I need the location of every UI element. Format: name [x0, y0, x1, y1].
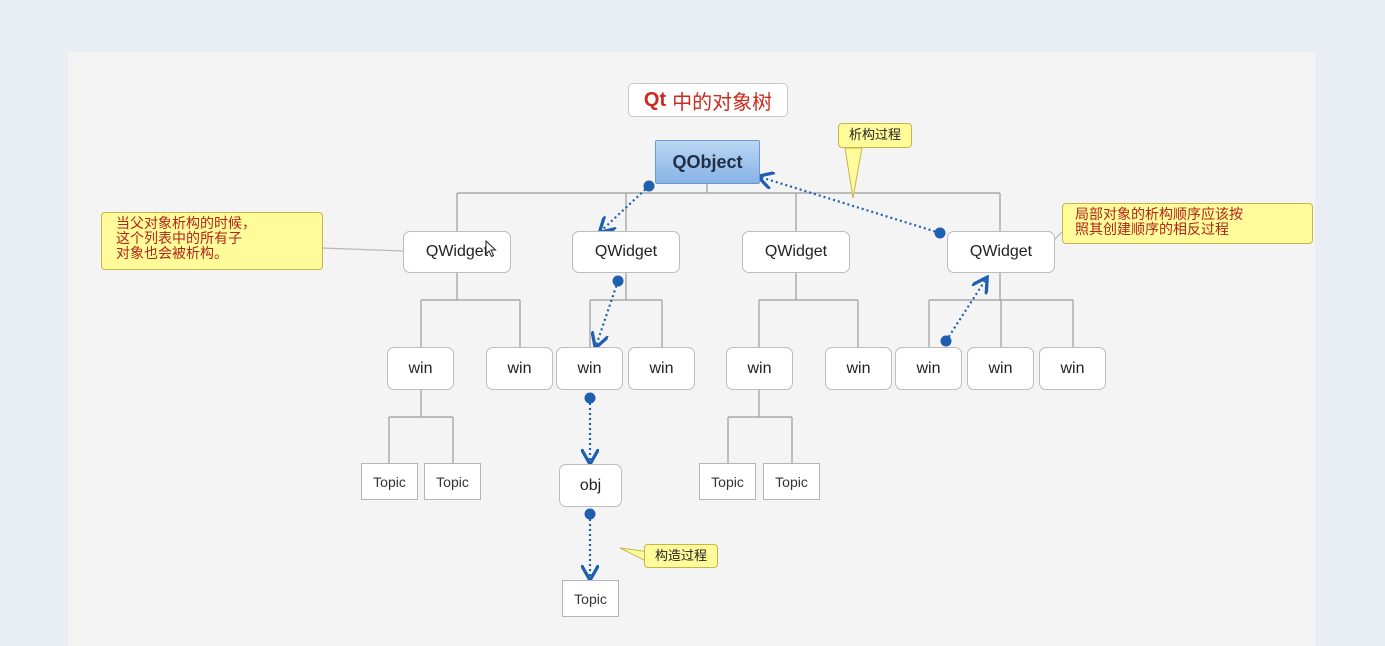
callout-parent-destroy-line-3: 对象也会被析构。 — [116, 246, 228, 262]
title-text: 中的对象树 — [672, 91, 773, 114]
callout-parent-destroy-line-1: 当父对象析构的时候， — [116, 216, 256, 232]
obj-node: obj — [559, 464, 622, 507]
topic-node-3: Topic — [699, 463, 756, 500]
win-node-4: win — [628, 347, 695, 390]
win-node-1: win — [387, 347, 454, 390]
qwidget-node-4: QWidget — [947, 231, 1055, 273]
callout-local-order-line-1: 局部对象的析构顺序应该按 — [1075, 207, 1243, 223]
topic-node-5: Topic — [562, 580, 619, 617]
mouse-cursor-icon — [485, 240, 497, 258]
callout-parent-destroy-line-2: 这个列表中的所有子 — [116, 231, 242, 247]
title-prefix: Qt — [643, 88, 667, 111]
qwidget-node-3: QWidget — [742, 231, 850, 273]
win-node-2: win — [486, 347, 553, 390]
callout-local-order: 局部对象的析构顺序应该按 照其创建顺序的相反过程 — [1062, 203, 1313, 244]
topic-node-1: Topic — [361, 463, 418, 500]
win-node-3: win — [556, 347, 623, 390]
qwidget-node-1: QWidget — [403, 231, 511, 273]
win-node-9: win — [1039, 347, 1106, 390]
topic-node-4: Topic — [763, 463, 820, 500]
callout-construct: 构造过程 — [644, 544, 718, 568]
qobject-node: QObject — [655, 140, 760, 184]
topic-node-2: Topic — [424, 463, 481, 500]
win-node-6: win — [825, 347, 892, 390]
callout-local-order-line-2: 照其创建顺序的相反过程 — [1075, 222, 1229, 238]
callout-parent-destroy: 当父对象析构的时候， 这个列表中的所有子 对象也会被析构。 — [101, 212, 323, 270]
qwidget-node-2: QWidget — [572, 231, 680, 273]
win-node-5: win — [726, 347, 793, 390]
callout-destruct: 析构过程 — [838, 123, 912, 148]
win-node-8: win — [967, 347, 1034, 390]
win-node-7: win — [895, 347, 962, 390]
diagram-title: Qt 中的对象树 — [628, 83, 788, 117]
